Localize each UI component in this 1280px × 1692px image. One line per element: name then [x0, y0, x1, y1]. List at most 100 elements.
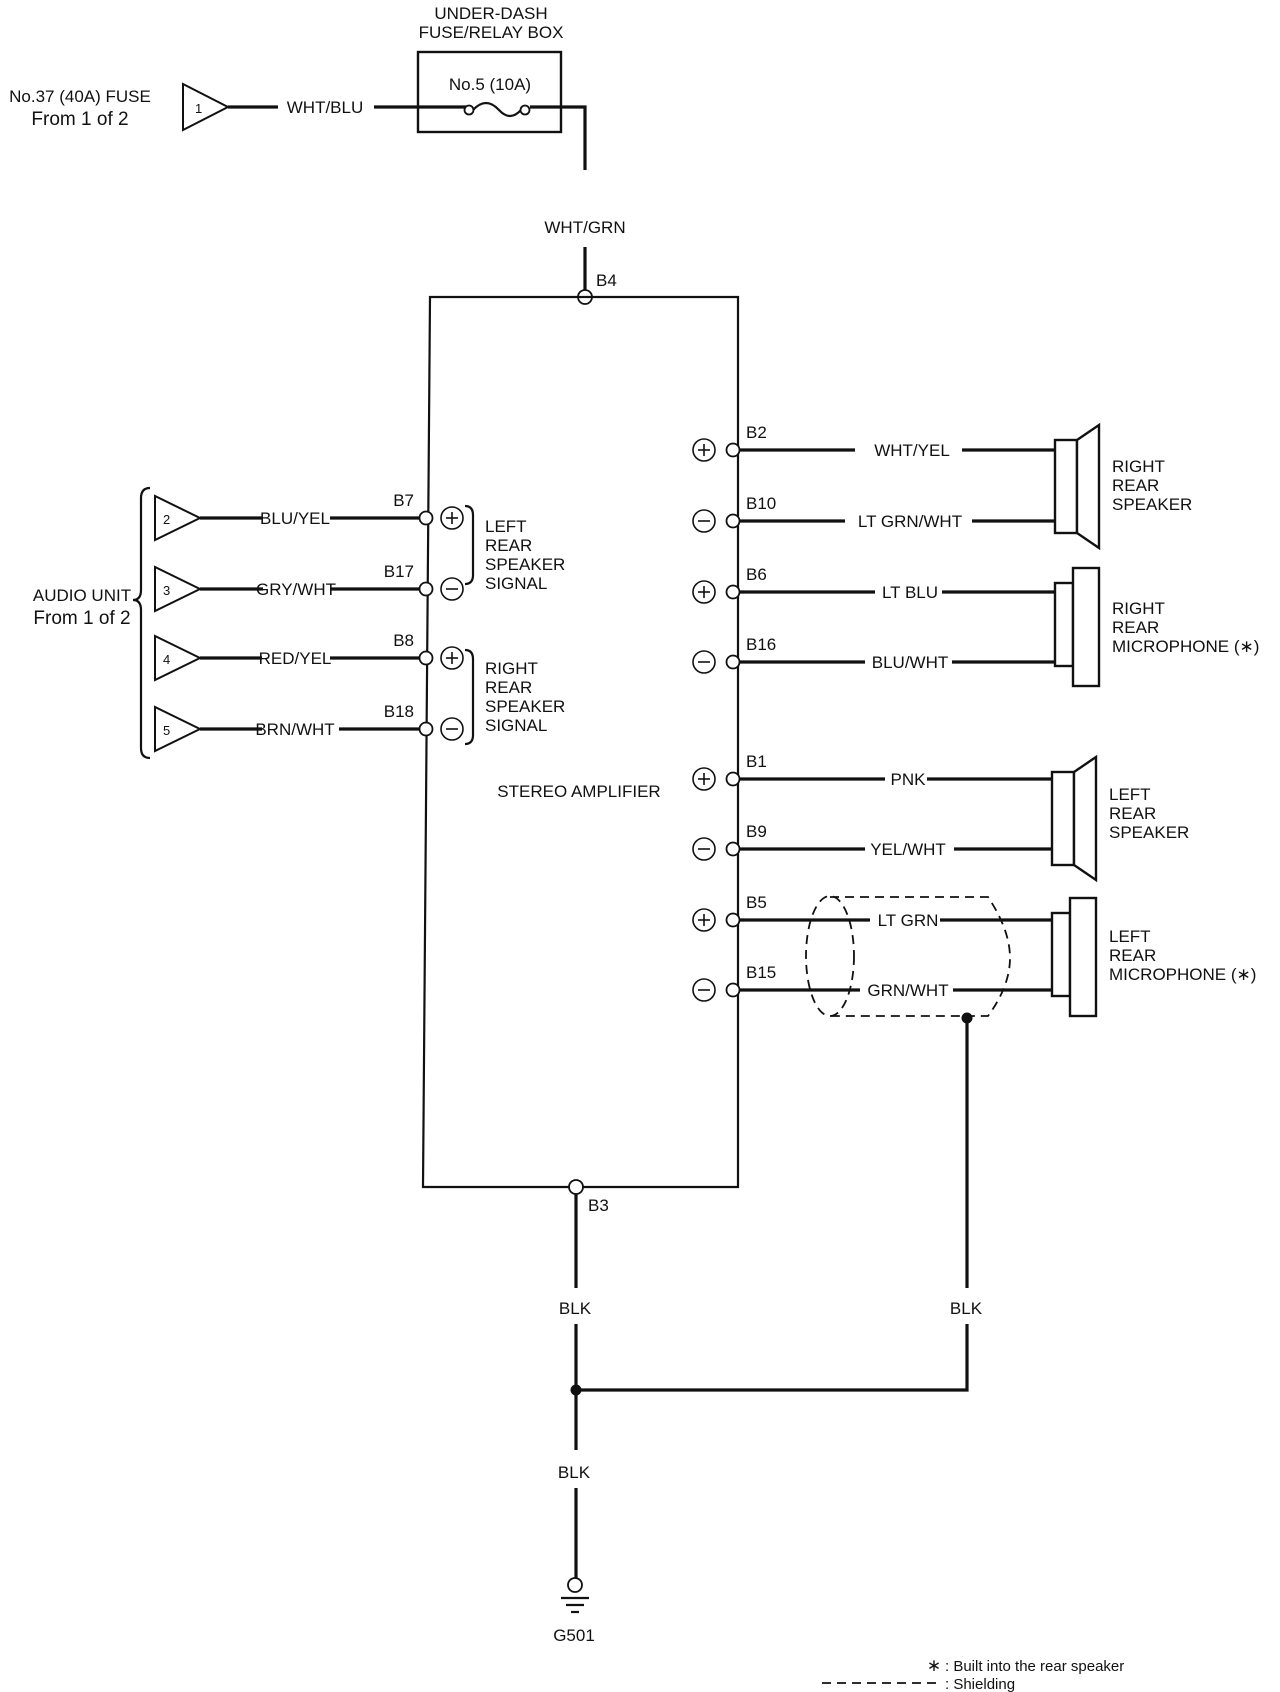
signal-group-label: SPEAKER: [485, 697, 565, 716]
amplifier-pin-label: B1: [746, 752, 767, 771]
amplifier-pin-label: B6: [746, 565, 767, 584]
amplifier-pin-label: B10: [746, 494, 776, 513]
signal-group-label: LEFT: [485, 517, 527, 536]
wire-blk-main: BLK: [558, 1463, 591, 1482]
right-rear-microphone-label: RIGHT: [1112, 599, 1165, 618]
legend-asterisk-symbol: ∗: [927, 1656, 941, 1675]
wire-blk-amp-ground: BLK: [559, 1299, 592, 1318]
legend-shield-text: : Shielding: [945, 1676, 1015, 1692]
wire-color-label: WHT/YEL: [874, 441, 950, 460]
ground-icon: [561, 1577, 589, 1614]
audio-unit-connector-number: 2: [163, 512, 170, 527]
pin-b3: B3: [588, 1196, 609, 1215]
main-fuse-label-line1: No.37 (40A) FUSE: [9, 87, 151, 106]
fuse-box-title-line1: UNDER-DASH: [434, 4, 547, 23]
amplifier-pin-label: B7: [393, 491, 414, 510]
left-rear-microphone-label: REAR: [1109, 946, 1156, 965]
positive-polarity-icon: [692, 580, 716, 604]
left-rear-speaker-icon: [1050, 754, 1098, 883]
fuse-no5-label: No.5 (10A): [449, 75, 531, 94]
main-fuse-label-line2: From 1 of 2: [31, 109, 128, 130]
amplifier-pin-label: B18: [384, 702, 414, 721]
amplifier-terminal: [725, 912, 741, 928]
audio-unit-connector-number: 3: [163, 583, 170, 598]
wire-color-label: BRN/WHT: [255, 720, 334, 739]
wire-color-label: BLU/WHT: [872, 653, 949, 672]
ground-point-g501: G501: [553, 1626, 595, 1645]
audio-unit-connector-icon: 3: [154, 565, 203, 613]
signal-group-label: RIGHT: [485, 659, 538, 678]
left-rear-speaker-label: REAR: [1109, 804, 1156, 823]
amplifier-terminal: [725, 771, 741, 787]
amplifier-terminal: [418, 721, 434, 737]
stereo-amplifier-title: STEREO AMPLIFIER: [497, 782, 660, 801]
amplifier-terminal: [725, 442, 741, 458]
amplifier-pin-label: B5: [746, 893, 767, 912]
positive-polarity-icon: [440, 506, 464, 530]
negative-polarity-icon: [440, 577, 464, 601]
fuse-box: [416, 50, 563, 134]
negative-polarity-icon: [692, 650, 716, 674]
amplifier-terminal: [418, 650, 434, 666]
signal-group-label: SIGNAL: [485, 574, 547, 593]
audio-unit-label-line1: AUDIO UNIT: [33, 586, 131, 605]
wire-blk-shield: BLK: [950, 1299, 983, 1318]
amplifier-terminal: [418, 581, 434, 597]
right-rear-signal-bracket: [464, 648, 475, 746]
amplifier-terminal: [725, 841, 741, 857]
fuse-icon: [463, 101, 531, 118]
wire-color-label: RED/YEL: [259, 649, 332, 668]
shielding-outline: [830, 896, 1011, 1017]
signal-group-label: SIGNAL: [485, 716, 547, 735]
signal-group-label: REAR: [485, 536, 532, 555]
audio-unit-connector-number: 5: [163, 723, 170, 738]
negative-polarity-icon: [440, 717, 464, 741]
audio-unit-bracket: [132, 486, 151, 760]
amplifier-pin-label: B16: [746, 635, 776, 654]
left-rear-microphone-icon: [1050, 896, 1098, 1018]
wire-color-label: GRY/WHT: [256, 580, 336, 599]
positive-polarity-icon: [692, 438, 716, 462]
right-rear-microphone-label: REAR: [1112, 618, 1159, 637]
negative-polarity-icon: [692, 978, 716, 1002]
right-rear-microphone-label: MICROPHONE (∗): [1112, 637, 1259, 656]
left-rear-speaker-label: LEFT: [1109, 785, 1151, 804]
amplifier-pin-label: B17: [384, 562, 414, 581]
left-rear-microphone-label: LEFT: [1109, 927, 1151, 946]
wire-color-label: LT BLU: [882, 583, 938, 602]
amplifier-pin-label: B9: [746, 822, 767, 841]
wire-color-label: LT GRN/WHT: [858, 512, 962, 531]
positive-polarity-icon: [440, 646, 464, 670]
wire-color-label: BLU/YEL: [260, 509, 330, 528]
legend-asterisk-text: : Built into the rear speaker: [945, 1658, 1124, 1675]
audio-unit-connector-icon: 5: [154, 705, 203, 753]
amplifier-terminal: [725, 654, 741, 670]
audio-unit-connector-number: 4: [163, 652, 170, 667]
amplifier-pin-label: B2: [746, 423, 767, 442]
wire-color-label: YEL/WHT: [870, 840, 946, 859]
right-rear-speaker-icon: [1053, 422, 1101, 551]
amplifier-pin-label: B8: [393, 631, 414, 650]
negative-polarity-icon: [692, 509, 716, 533]
amplifier-terminal: [725, 584, 741, 600]
negative-polarity-icon: [692, 837, 716, 861]
right-rear-microphone-icon: [1053, 566, 1101, 688]
signal-group-label: REAR: [485, 678, 532, 697]
right-rear-speaker-label: SPEAKER: [1112, 495, 1192, 514]
stereo-amplifier-box: [421, 295, 740, 1189]
wire-wht-grn: WHT/GRN: [544, 218, 625, 237]
amplifier-terminal: [725, 513, 741, 529]
left-rear-signal-bracket: [464, 504, 475, 586]
amplifier-pin-label: B15: [746, 963, 776, 982]
positive-polarity-icon: [692, 767, 716, 791]
right-rear-speaker-label: REAR: [1112, 476, 1159, 495]
main-fuse-connector-icon: 1: [182, 82, 231, 132]
wire-color-label: LT GRN: [878, 911, 939, 930]
left-rear-microphone-label: MICROPHONE (∗): [1109, 965, 1256, 984]
audio-unit-connector-icon: 4: [154, 634, 203, 682]
left-rear-speaker-label: SPEAKER: [1109, 823, 1189, 842]
signal-group-label: SPEAKER: [485, 555, 565, 574]
fuse-box-title-line2: FUSE/RELAY BOX: [419, 23, 564, 42]
audio-unit-connector-icon: 2: [154, 494, 203, 542]
terminal-b3: [568, 1179, 584, 1195]
